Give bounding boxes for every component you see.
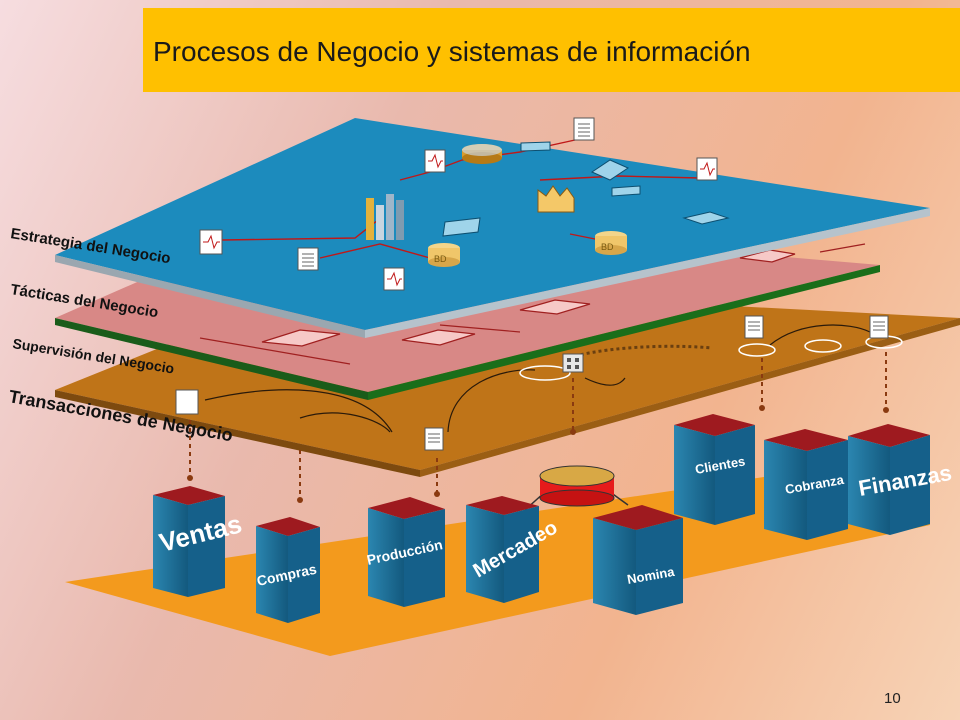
waveform-document-icon — [424, 149, 446, 173]
tactics-connectors — [199, 243, 866, 365]
strategy-layer: BD BD — [55, 117, 930, 338]
system-box-mercadeo — [466, 496, 539, 603]
bar-chart-icon — [366, 194, 404, 240]
database-icon: BD — [428, 243, 460, 267]
title-bar: Procesos de Negocio y sistemas de inform… — [143, 8, 960, 92]
system-box-compras — [256, 517, 320, 623]
page-title: Procesos de Negocio y sistemas de inform… — [153, 36, 751, 67]
database-icon: BD — [595, 231, 627, 255]
connector-endpoints — [187, 405, 889, 503]
text-document-icon — [297, 247, 319, 271]
waveform-document-icon — [696, 157, 718, 181]
text-document-icon — [744, 315, 764, 339]
system-box-cobranza — [764, 429, 848, 540]
page-number: 10 — [884, 690, 901, 707]
database-label: BD — [434, 254, 447, 264]
text-document-icon — [175, 389, 199, 415]
transactions-ovals — [519, 335, 903, 381]
system-box-ventas — [153, 486, 225, 597]
central-database-icon — [524, 465, 629, 511]
waveform-document-icon — [199, 229, 223, 255]
vertical-connectors — [189, 352, 887, 498]
strategy-shapes — [442, 141, 730, 237]
area-chart-icon — [537, 185, 575, 213]
building-icon — [562, 353, 584, 373]
text-document-icon — [869, 315, 889, 339]
text-document-icon — [573, 117, 595, 141]
system-box-clientes — [674, 414, 755, 525]
text-document-icon — [424, 427, 444, 451]
system-box-finanzas — [848, 424, 930, 535]
waveform-document-icon — [383, 267, 405, 291]
database-pie-icon — [462, 144, 502, 164]
system-box-nomina — [593, 505, 683, 615]
transactions-flows — [204, 324, 871, 433]
system-box-produccion — [368, 497, 445, 607]
database-label: BD — [601, 242, 614, 252]
